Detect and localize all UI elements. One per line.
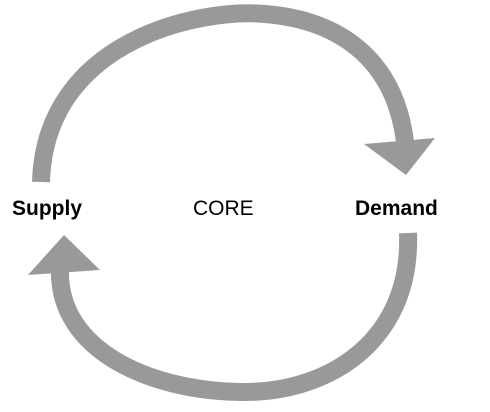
bottom-arrowhead [28, 235, 100, 275]
core-label: CORE [193, 197, 254, 220]
bottom-arc-arrow-shaft [50, 232, 418, 402]
demand-label: Demand [355, 197, 438, 220]
supply-label: Supply [12, 197, 83, 220]
top-arrowhead [364, 138, 435, 175]
top-arc-arrow-shaft [32, 4, 414, 183]
